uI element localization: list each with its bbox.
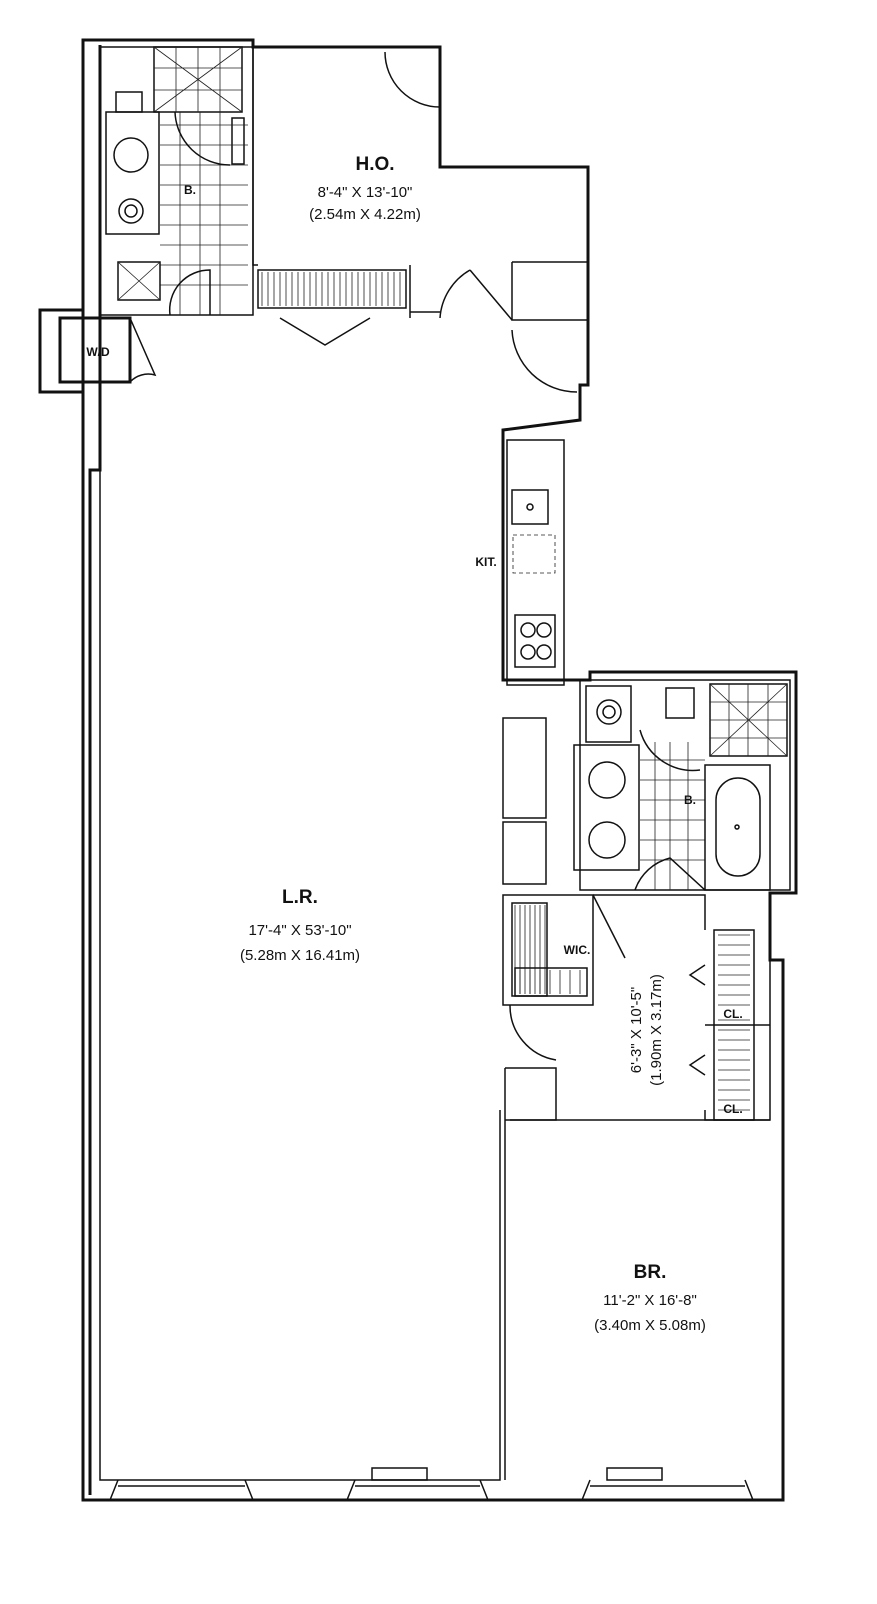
vanity — [105, 111, 160, 235]
toilet-icon — [118, 198, 144, 224]
bedroom: BR. 11'-2" X 16'-8" (3.40m X 5.08m) — [504, 1068, 770, 1480]
bedroom-dim-metric: (3.40m X 5.08m) — [594, 1317, 706, 1334]
laundry-chute-icon — [117, 261, 161, 301]
dishwasher-icon — [512, 534, 556, 574]
living-room-title: L.R. — [282, 887, 318, 908]
home-office-dim-metric: (2.54m X 4.22m) — [309, 206, 421, 223]
closet-rail — [257, 269, 407, 309]
home-office-dim-imperial: 8'-4" X 13'-10" — [318, 184, 413, 201]
kitchen-sink-icon — [511, 489, 549, 525]
kitchen-label: KIT. — [475, 555, 496, 569]
home-office-title: H.O. — [355, 154, 394, 175]
toilet-icon-2 — [596, 699, 622, 725]
walk-in-closet: WIC. — [502, 894, 626, 1121]
bath-2-label: B. — [684, 793, 696, 807]
bath-1: B. — [99, 46, 254, 316]
sink-icon-2 — [588, 761, 626, 799]
wic-label: WIC. — [564, 943, 591, 957]
kitchen: KIT. — [475, 439, 565, 885]
bath-1-label: B. — [184, 183, 196, 197]
windows — [109, 1467, 754, 1501]
closet-1-label: CL. — [723, 1007, 742, 1021]
home-office: H.O. 8'-4" X 13'-10" (2.54m X 4.22m) — [252, 47, 588, 393]
bathtub-icon — [704, 764, 771, 891]
living-room-dim-metric: (5.28m X 16.41m) — [240, 947, 360, 964]
double-vanity — [573, 744, 640, 871]
hall-dim-metric: (1.90m X 3.17m) — [648, 974, 665, 1086]
bedroom-title: BR. — [634, 1262, 667, 1283]
living-room: L.R. 17'-4" X 53'-10" (5.28m X 16.41m) — [99, 470, 501, 1481]
hall: CL. CL. 6'-3" X 10'-5" (1.90m X 3.17m) — [593, 894, 771, 1121]
bath-2: B. — [573, 679, 791, 891]
refrigerator-icon — [502, 821, 547, 885]
sink-icon-3 — [588, 821, 626, 859]
towel-bar-icon-2 — [665, 687, 695, 719]
stove-icon — [514, 614, 556, 668]
sink-icon — [113, 137, 149, 173]
towel-bar-icon — [231, 117, 245, 165]
washer-dryer: W/D — [86, 317, 157, 383]
closet-2-label: CL. — [723, 1102, 742, 1116]
bedroom-dim-imperial: 11'-2" X 16'-8" — [603, 1292, 697, 1309]
hall-dim-imperial: 6'-3" X 10'-5" — [628, 987, 645, 1073]
washer-dryer-label: W/D — [86, 345, 110, 359]
living-room-dim-imperial: 17'-4" X 53'-10" — [248, 922, 351, 939]
